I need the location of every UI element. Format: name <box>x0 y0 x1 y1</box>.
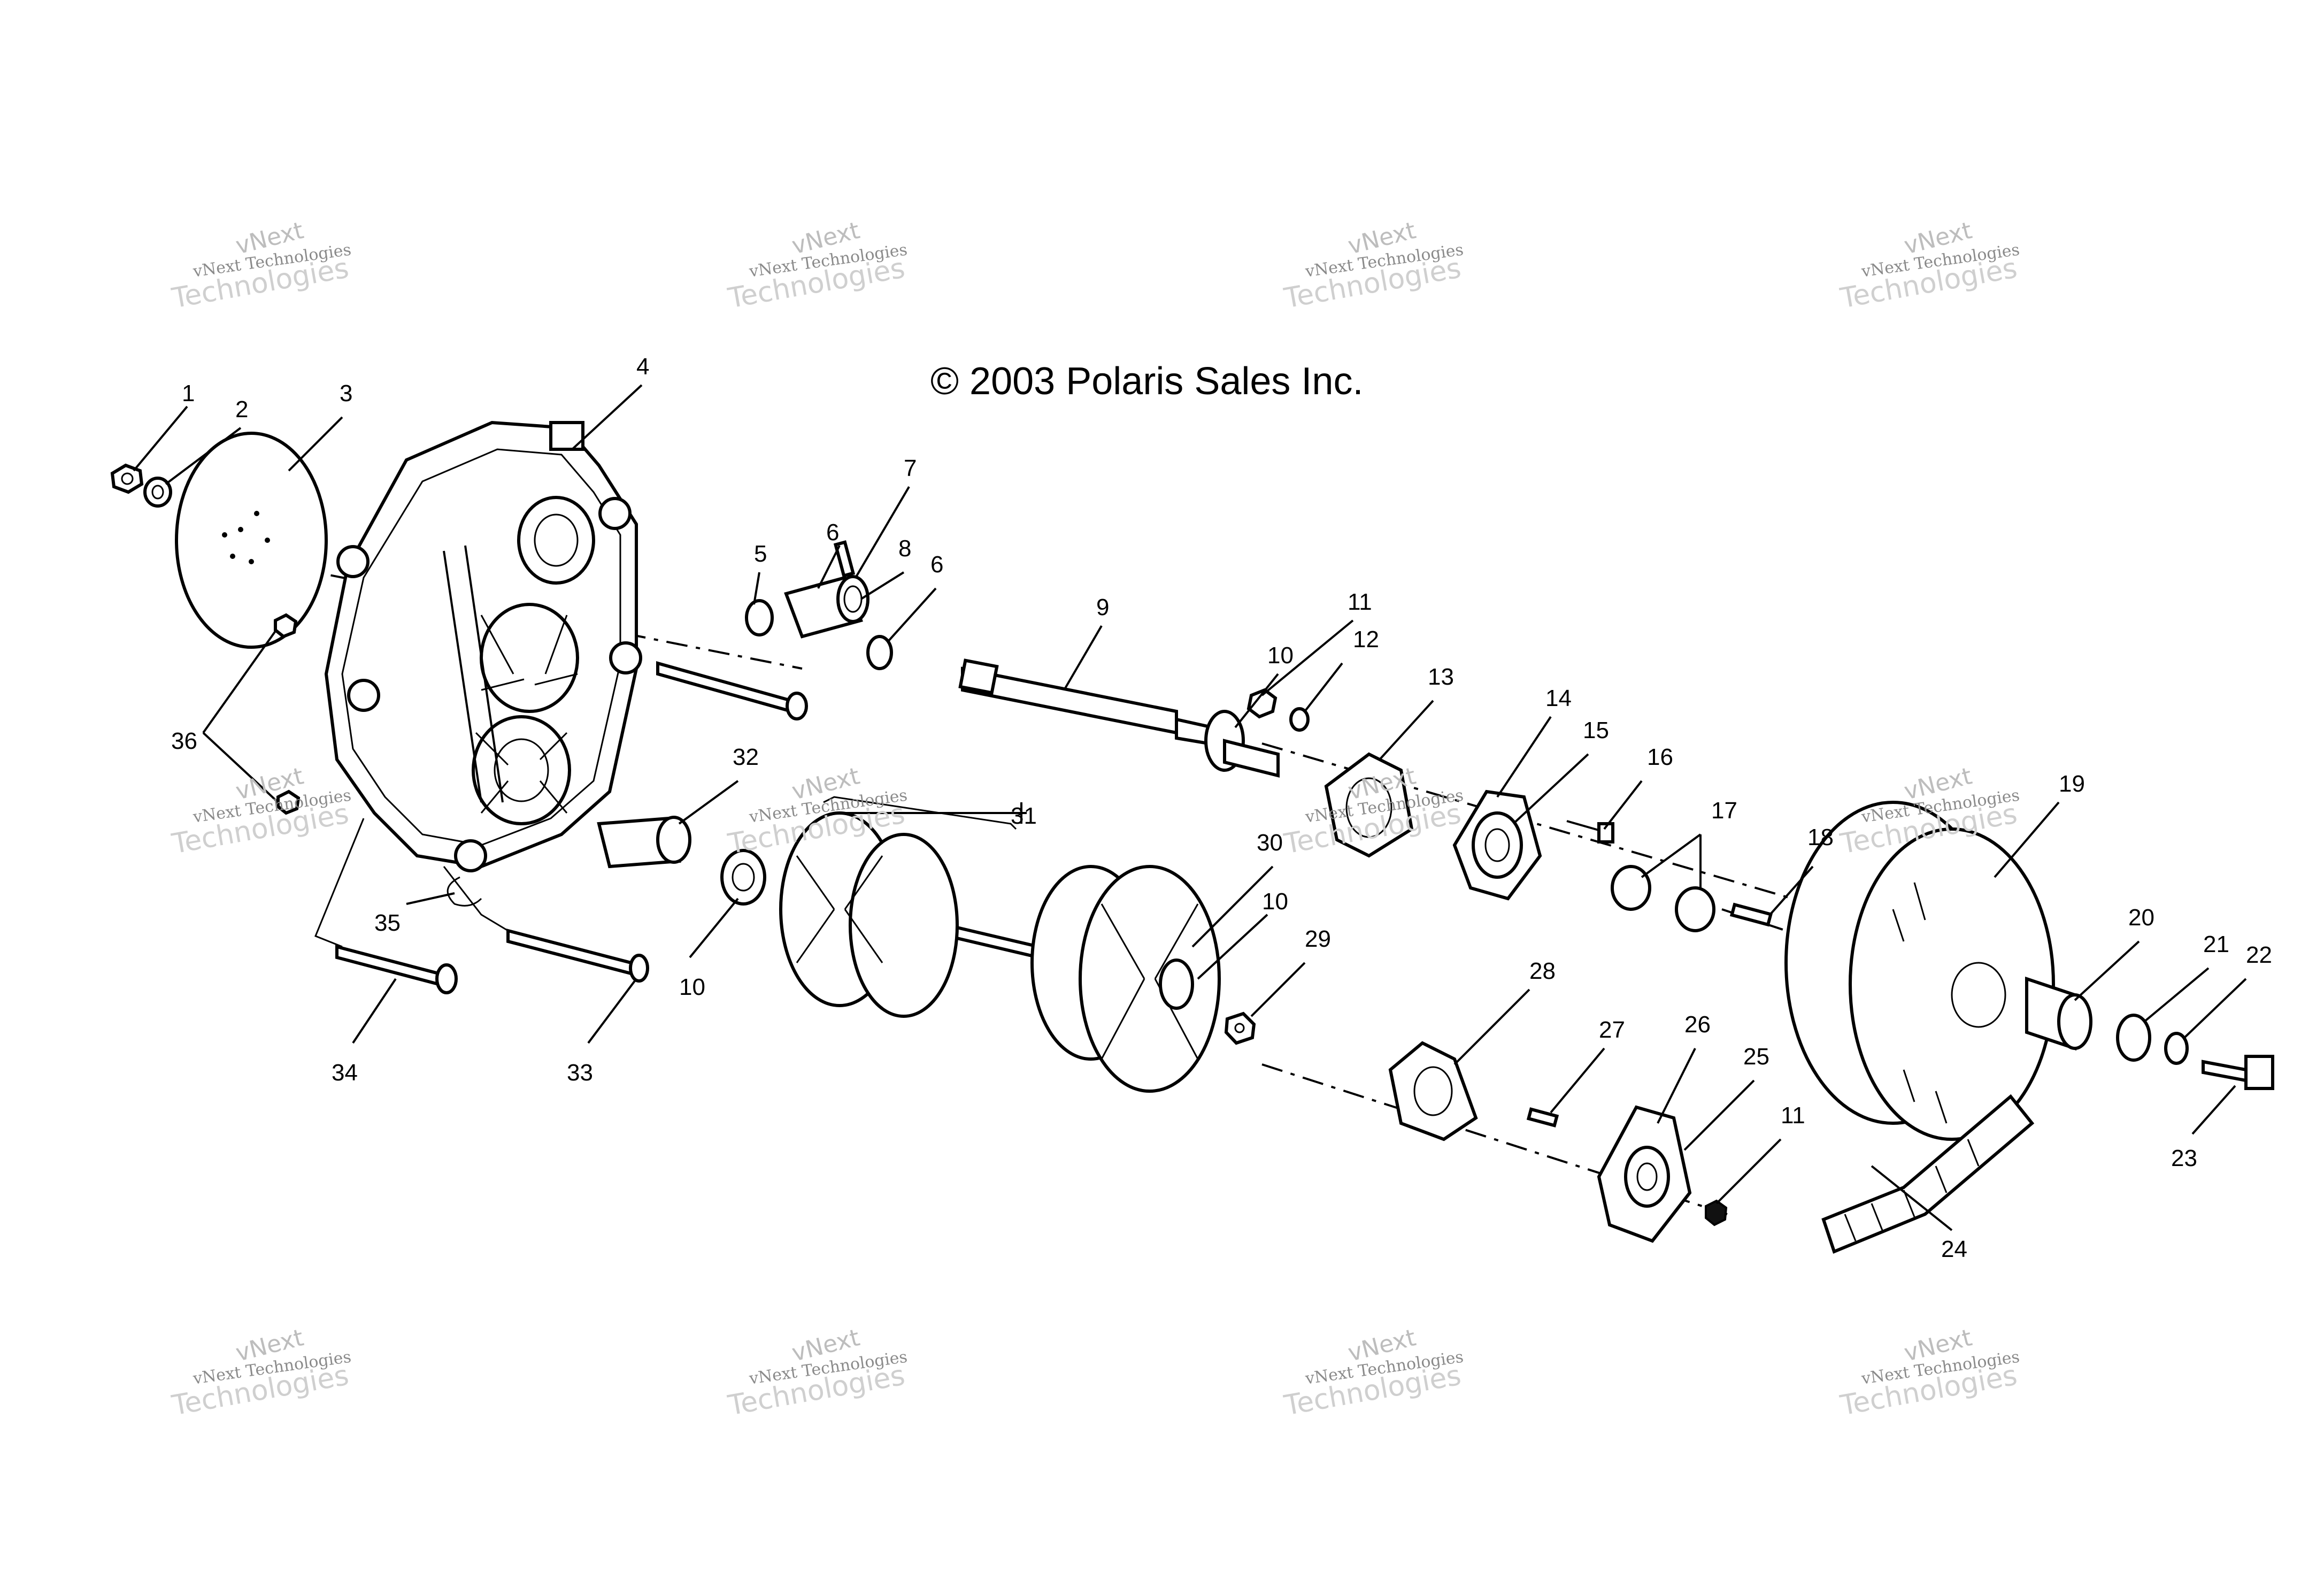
part-4-chaincase <box>324 420 642 872</box>
callout-5: 5 <box>754 541 767 567</box>
callout-22: 22 <box>2246 942 2272 968</box>
callout-25: 25 <box>1743 1044 1769 1070</box>
callout-7: 7 <box>904 455 917 481</box>
part-3-brake-disc <box>175 432 328 649</box>
callout-6a: 6 <box>826 519 839 546</box>
callout-12: 12 <box>1353 626 1379 653</box>
callout-11b: 11 <box>1781 1102 1805 1129</box>
callout-30: 30 <box>1257 830 1283 856</box>
callout-10a: 10 <box>1267 642 1294 669</box>
part-16-bolt <box>1566 820 1614 843</box>
part-8-bearing <box>784 575 869 639</box>
callout-21: 21 <box>2203 931 2229 957</box>
part-18-key <box>1729 902 1773 927</box>
callout-24: 24 <box>1941 1236 1967 1262</box>
part-11-nut-lower <box>1705 1199 1728 1226</box>
callout-10b: 10 <box>1262 888 1288 915</box>
copyright-notice: © 2003 Polaris Sales Inc. <box>930 360 1364 403</box>
callout-23: 23 <box>2171 1145 2197 1171</box>
callout-33: 33 <box>567 1060 593 1086</box>
part-10-bearing-upper <box>1204 710 1280 778</box>
leader-lines <box>133 384 2247 1231</box>
part-13-gasket <box>1324 752 1414 858</box>
part-20-spacer <box>2025 976 2092 1051</box>
bracket-34 <box>314 818 365 948</box>
callout-2: 2 <box>235 396 248 423</box>
callout-labels: 1 2 3 4 5 6 7 8 6 9 10 11 12 13 14 15 16… <box>171 354 2272 1262</box>
callout-31: 31 <box>1011 803 1037 829</box>
part-5-o-ring <box>745 599 774 637</box>
part-31-sprocket-assembly <box>779 796 1221 1093</box>
part-21-washer <box>2116 1014 2151 1062</box>
callout-11a: 11 <box>1348 589 1372 615</box>
part-17-washer-b <box>1675 886 1715 932</box>
part-9-shaft <box>958 658 1226 748</box>
part-14-flange-bearing <box>1452 789 1542 901</box>
part-22-washer <box>2164 1032 2189 1065</box>
part-19-driven-clutch <box>1784 801 2055 1141</box>
part-29-nut <box>1224 1011 1256 1045</box>
callout-15: 15 <box>1583 717 1609 743</box>
callout-27: 27 <box>1599 1017 1625 1043</box>
callout-19: 19 <box>2059 771 2085 797</box>
callout-32: 32 <box>733 744 759 770</box>
part-26-bearing-flange <box>1597 1105 1692 1243</box>
part-23-bolt <box>2202 1055 2274 1090</box>
callout-26: 26 <box>1684 1011 1711 1038</box>
callout-1: 1 <box>182 380 195 407</box>
part-2-washer <box>143 477 172 508</box>
callout-14: 14 <box>1545 685 1572 711</box>
callout-36: 36 <box>171 728 197 754</box>
callout-3: 3 <box>340 380 352 407</box>
part-6-o-ring <box>866 635 893 670</box>
part-long-bolt <box>656 661 808 720</box>
part-27-stud <box>1526 1107 1559 1128</box>
part-35-clip <box>447 876 482 907</box>
callout-18: 18 <box>1807 824 1834 850</box>
part-33-bolt <box>506 929 649 983</box>
callout-29: 29 <box>1305 926 1331 952</box>
callout-16: 16 <box>1647 744 1673 770</box>
callout-10c: 10 <box>679 974 705 1000</box>
callout-28: 28 <box>1529 958 1556 984</box>
part-32-bearing <box>597 816 691 869</box>
callout-20: 20 <box>2128 904 2154 931</box>
callout-17: 17 <box>1711 797 1737 824</box>
bracket-33 <box>443 866 509 932</box>
callout-35: 35 <box>374 910 401 936</box>
callout-9: 9 <box>1096 594 1109 620</box>
callout-34: 34 <box>332 1060 358 1086</box>
centerline-lower <box>1261 1063 1728 1215</box>
part-1-nut <box>110 463 144 494</box>
part-36-nut-b <box>276 789 301 815</box>
callout-13: 13 <box>1428 664 1454 690</box>
part-36-nut-a <box>274 613 298 639</box>
callout-6b: 6 <box>930 551 943 578</box>
part-6-pin <box>833 540 856 578</box>
part-24-drive-belt <box>1821 1094 2035 1254</box>
part-12-washer <box>1289 707 1310 732</box>
part-17-washer-a <box>1611 865 1651 911</box>
part-34-bolt <box>335 945 458 994</box>
part-10-bearing-lower <box>720 849 766 906</box>
part-28-gasket <box>1388 1041 1478 1141</box>
callout-4: 4 <box>636 354 649 380</box>
callout-8: 8 <box>898 535 911 562</box>
